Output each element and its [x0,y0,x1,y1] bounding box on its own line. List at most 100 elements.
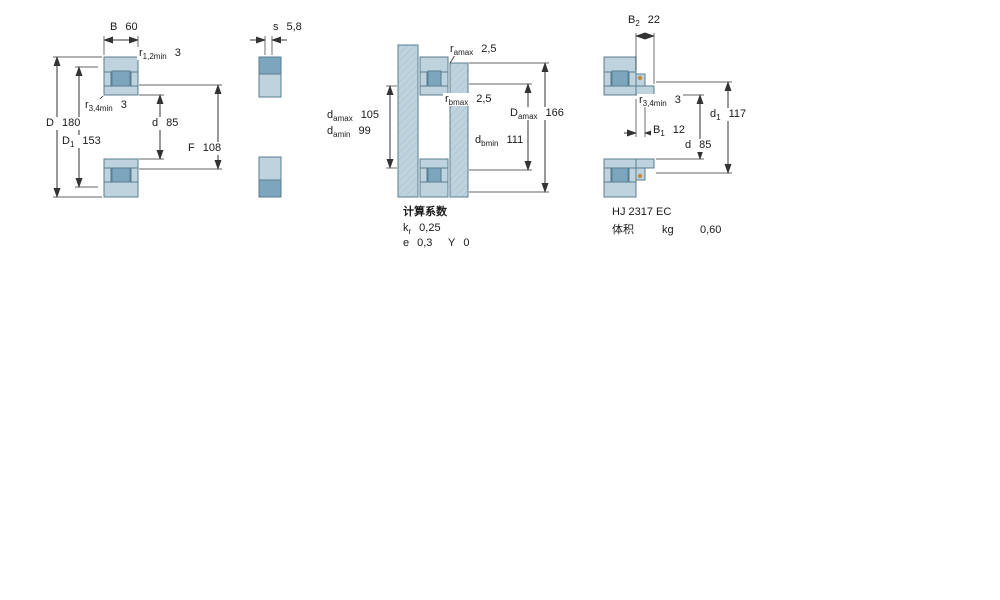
shaft-abutment [397,44,419,198]
dim-value: 60 [125,21,138,33]
inner-ring-bottom [103,158,139,169]
outer-ring-top [603,56,637,73]
marker-dot-top [637,75,643,81]
inner-ring-top [419,85,449,96]
outer-flange-left-top [603,71,612,87]
roller-bottom [111,167,131,184]
marker-dot-bottom [637,173,643,179]
dim-symbol: B [653,124,661,136]
dim-label-bore-d: d 85 [150,117,181,130]
dim-value: 2,5 [481,43,497,55]
dim-subscript: 3,4min [642,99,667,109]
view-ring-slice [250,36,287,198]
dim-symbol: r [639,94,643,106]
calc-factor-kr: kr 0,25 [401,222,443,237]
factor-symbol: k [403,222,409,234]
dim-value: 2,5 [476,93,492,105]
dim-symbol: s [273,21,279,33]
dim-label-damax: damax 105 [325,109,382,124]
dim-value: 180 [61,117,81,129]
outer-ring-bottom [103,181,139,198]
factor-symbol: Y [448,237,456,249]
outer-flange-right-top [440,71,449,87]
dim-value: 166 [545,107,564,119]
dim-subscript: bmax [448,98,469,108]
outer-flange-right-bottom [628,167,637,183]
dim-symbol: d [327,125,334,137]
slice-light-top [258,73,282,98]
dim-value: 85 [166,117,179,129]
dim-value: 5,8 [286,21,302,33]
dim-symbol: d [327,109,334,121]
inner-ring-bottom [603,158,637,169]
roller-top [111,70,131,87]
dim-symbol: D [510,107,518,119]
dim-value: 85 [699,139,712,151]
dim-symbol: r [139,47,143,59]
dim-subscript: amax [453,48,474,58]
dim-value: 12 [672,124,686,136]
factor-value: 0,25 [419,222,441,234]
dim-symbol: F [188,142,195,154]
outer-flange-right-top [628,71,637,87]
dim-symbol: r [450,43,454,55]
outer-flange-left-top [419,71,428,87]
inner-ring-top [603,85,637,96]
roller-bottom [427,167,442,184]
inner-ring-bottom [419,158,449,169]
factor-subscript: r [408,227,412,237]
outer-flange-left-top [103,71,112,87]
slice-light-bottom [258,156,282,181]
dim-value: 99 [358,125,371,137]
dim-symbol: d [152,117,159,129]
outer-flange-left-bottom [419,167,428,183]
dim-value: 153 [82,135,101,147]
volume-value: 0,60 [700,224,722,236]
dim-subscript: 1 [69,140,75,150]
dim-value: 3 [120,99,127,111]
dim-symbol: d [710,108,717,120]
outer-ring-bottom [419,181,449,198]
dim-subscript: bmin [481,139,499,149]
calc-factors-heading: 计算系数 [403,206,447,218]
dim-symbol: D [62,135,70,147]
slice-dark-top [258,56,282,75]
outer-flange-left-bottom [603,167,612,183]
factor-value: 0,3 [417,237,433,249]
dim-symbol: d [475,134,482,146]
volume-unit: kg [662,224,674,236]
outer-ring-top [419,56,449,73]
dim-symbol: B [110,21,118,33]
dim-symbol: r [85,99,89,111]
volume-label: 体积 [612,224,634,236]
outer-flange-right-top [130,71,139,87]
dim-subscript: 2 [635,19,640,29]
outer-flange-right-bottom [130,167,139,183]
outer-flange-left-bottom [103,167,112,183]
outer-flange-right-bottom [440,167,449,183]
dim-label-s: s 5,8 [271,21,304,34]
hj-ring-designation: HJ 2317 EC [612,206,672,218]
dim-subscript: amax [333,114,353,124]
roller-bottom [611,167,629,184]
dim-value: 3 [174,47,181,59]
outer-ring-bottom [603,181,637,198]
dim-subscript: amin [333,130,351,140]
dim-value: 105 [360,109,380,121]
dim-label-D1: D1 153 [60,135,103,150]
dim-label-width-B: B 60 [108,21,140,34]
